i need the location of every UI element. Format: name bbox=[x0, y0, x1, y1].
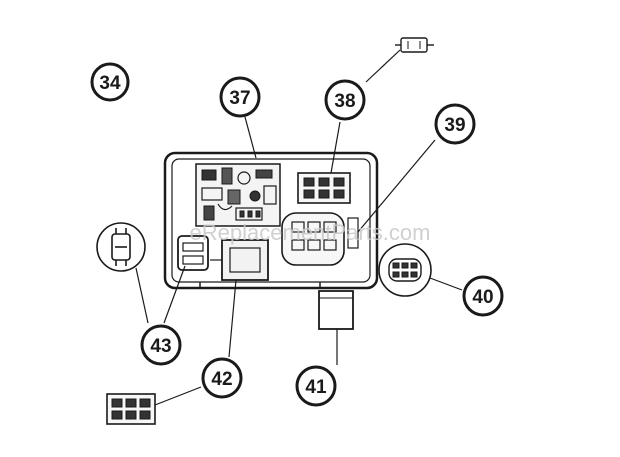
callout-39-label: 39 bbox=[444, 115, 465, 136]
callout-40: 40 bbox=[462, 275, 504, 317]
relay-part bbox=[106, 393, 156, 425]
callout-42-label: 42 bbox=[211, 369, 232, 390]
callout-37: 37 bbox=[219, 76, 261, 118]
terminal-block-part bbox=[281, 212, 359, 266]
callout-37-label: 37 bbox=[229, 88, 250, 109]
callout-43-label: 43 bbox=[150, 336, 171, 357]
leader-38-fuse bbox=[365, 49, 401, 83]
callouts: 34 37 38 39 40 41 42 43 bbox=[90, 62, 504, 407]
watermark-text: eReplacementParts.com bbox=[190, 220, 431, 245]
callout-42: 42 bbox=[201, 357, 243, 399]
transformer-part bbox=[210, 239, 269, 281]
callout-41: 41 bbox=[295, 365, 337, 407]
connector-part bbox=[177, 235, 209, 271]
fuse-part bbox=[395, 37, 434, 53]
circuit-board-part bbox=[195, 163, 281, 227]
leader-39 bbox=[357, 139, 436, 233]
leader-40 bbox=[429, 277, 463, 291]
callout-38: 38 bbox=[324, 79, 366, 121]
leader-38 bbox=[330, 121, 341, 174]
plug-part bbox=[96, 222, 146, 272]
callout-39: 39 bbox=[434, 103, 476, 145]
leader-43-connector bbox=[163, 265, 186, 324]
leader-37 bbox=[244, 116, 257, 159]
callout-41-label: 41 bbox=[305, 377, 327, 398]
leader-42-relay bbox=[154, 386, 202, 406]
callout-43: 43 bbox=[140, 324, 182, 366]
callout-40-label: 40 bbox=[472, 287, 493, 308]
callout-34-label: 34 bbox=[99, 73, 121, 94]
leader-43-plug bbox=[135, 267, 149, 324]
leader-42 bbox=[228, 279, 237, 358]
relay-block-part bbox=[297, 172, 351, 204]
leader-lines bbox=[135, 49, 463, 406]
callout-38-label: 38 bbox=[334, 91, 355, 112]
terminal-board-part bbox=[378, 243, 432, 297]
callout-34: 34 bbox=[90, 62, 130, 102]
capacitor-part bbox=[318, 290, 354, 330]
